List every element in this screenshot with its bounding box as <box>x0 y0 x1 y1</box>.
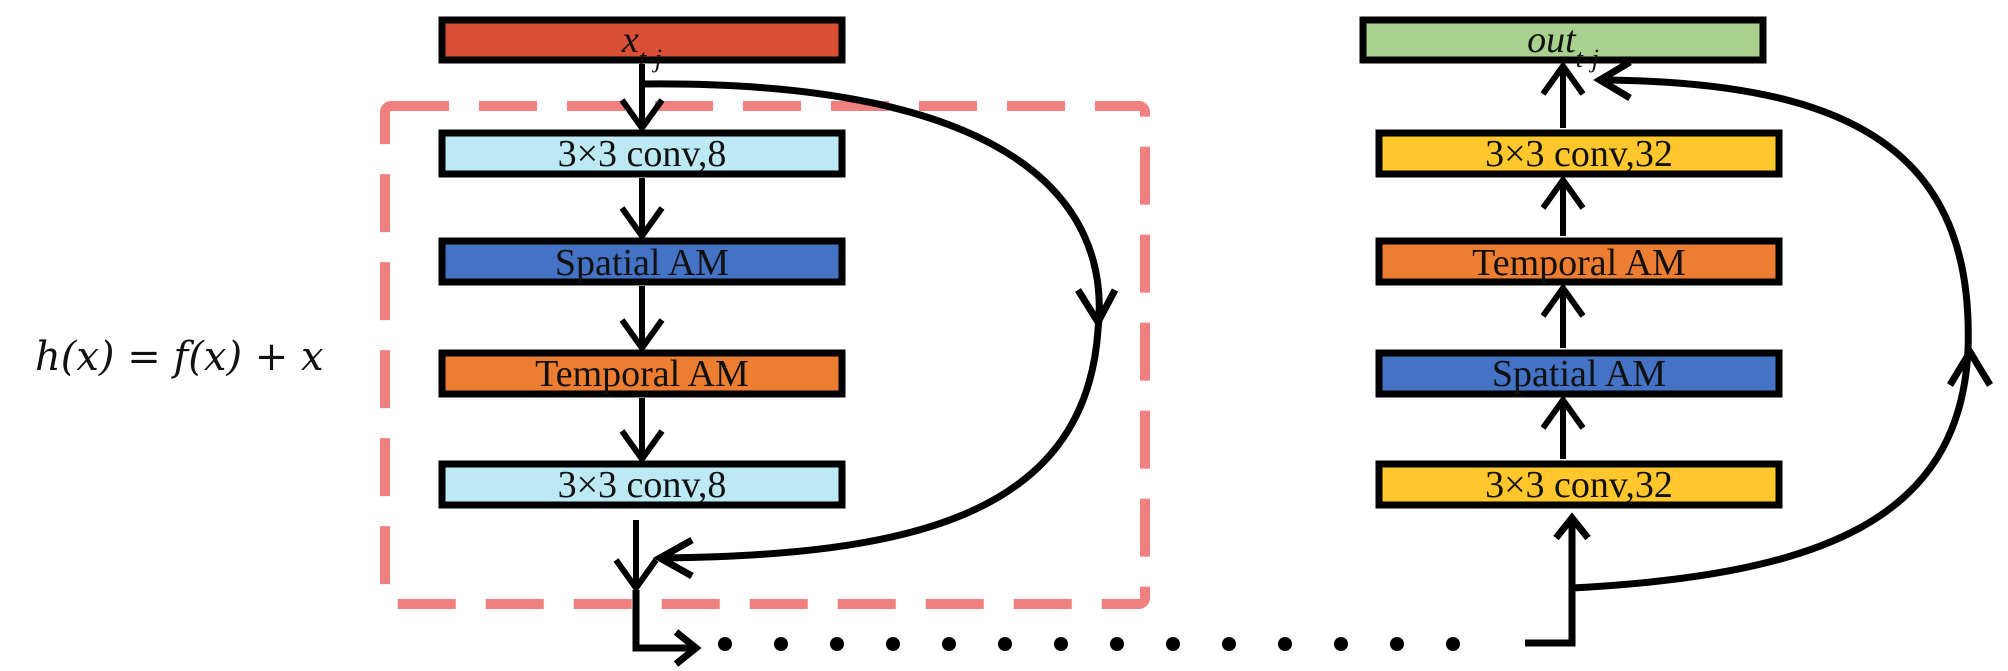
dotted-continuation <box>718 637 1460 651</box>
arrowhead-spatial-to-temporal-right <box>1540 282 1586 318</box>
output-block <box>1359 16 1767 64</box>
right-conv32-top-block <box>1375 129 1783 178</box>
continuation-dot <box>830 637 844 651</box>
residual-block-boundary <box>380 101 1150 609</box>
continuation-dot <box>774 637 788 651</box>
left-spatial-am-block <box>438 237 846 286</box>
arrowhead-spatial-to-temporal <box>619 318 665 354</box>
left-conv8-top-label: 3×3 conv,8 <box>558 133 727 175</box>
input-block <box>438 16 846 64</box>
right-conv32-bottom-block <box>1375 460 1783 509</box>
exit-elbow-line <box>632 590 690 652</box>
arrowhead-input-to-conv8 <box>619 98 665 134</box>
skip-connection-curve <box>641 80 1103 562</box>
arrowhead-temporal-to-conv32 <box>1540 174 1586 210</box>
left-spatial-am-label: Spatial AM <box>555 242 729 284</box>
right-skip-mid-arrowhead <box>1947 345 1993 387</box>
right-conv32-bottom-label: 3×3 conv,32 <box>1485 464 1673 506</box>
continuation-dot <box>942 637 956 651</box>
left-column: xt-j 3×3 conv,8 Spatial AM Temporal AM 3… <box>438 16 1119 667</box>
right-spatial-am-label: Spatial AM <box>1492 353 1666 395</box>
exit-elbow-arrowhead <box>673 629 702 667</box>
output-label: outt-j <box>1527 19 1599 73</box>
entry-elbow-arrowhead <box>1553 512 1591 541</box>
arrowhead-conv8-to-sum <box>613 558 659 594</box>
continuation-dot <box>998 637 1012 651</box>
skip-connection-end-arrowhead <box>652 536 694 580</box>
right-spatial-am-block <box>1375 349 1783 398</box>
continuation-dot <box>718 637 732 651</box>
arrowhead-temporal-to-conv8 <box>619 429 665 465</box>
entry-elbow-line <box>1525 520 1576 647</box>
arrowhead-conv32-to-output <box>1540 60 1586 96</box>
input-label-base: x <box>621 19 639 61</box>
left-temporal-am-label: Temporal AM <box>535 353 749 395</box>
right-skip-end-arrowhead <box>1593 58 1632 102</box>
right-temporal-am-block <box>1375 237 1783 286</box>
continuation-dot <box>1110 637 1124 651</box>
right-column: outt-j 3×3 conv,32 Temporal AM Spatial A… <box>1359 16 1993 647</box>
continuation-dot <box>1166 637 1180 651</box>
right-temporal-am-label: Temporal AM <box>1472 242 1686 284</box>
continuation-dot <box>1446 637 1460 651</box>
continuation-dot <box>1222 637 1236 651</box>
arrowhead-conv8-to-spatial <box>619 206 665 242</box>
arrowhead-conv32-to-spatial <box>1540 394 1586 430</box>
continuation-dot <box>886 637 900 651</box>
continuation-dot <box>1278 637 1292 651</box>
right-conv32-top-label: 3×3 conv,32 <box>1485 133 1673 175</box>
residual-formula: h(x) = f(x) + x <box>35 334 324 380</box>
continuation-dot <box>1390 637 1404 651</box>
left-conv8-bottom-label: 3×3 conv,8 <box>558 464 727 506</box>
skip-connection-mid-arrowhead <box>1075 288 1119 329</box>
continuation-dot <box>1334 637 1348 651</box>
left-conv8-bottom-block <box>438 460 846 509</box>
output-label-sub: t-j <box>1576 44 1599 73</box>
output-label-base: out <box>1527 19 1577 61</box>
continuation-dot <box>1054 637 1068 651</box>
